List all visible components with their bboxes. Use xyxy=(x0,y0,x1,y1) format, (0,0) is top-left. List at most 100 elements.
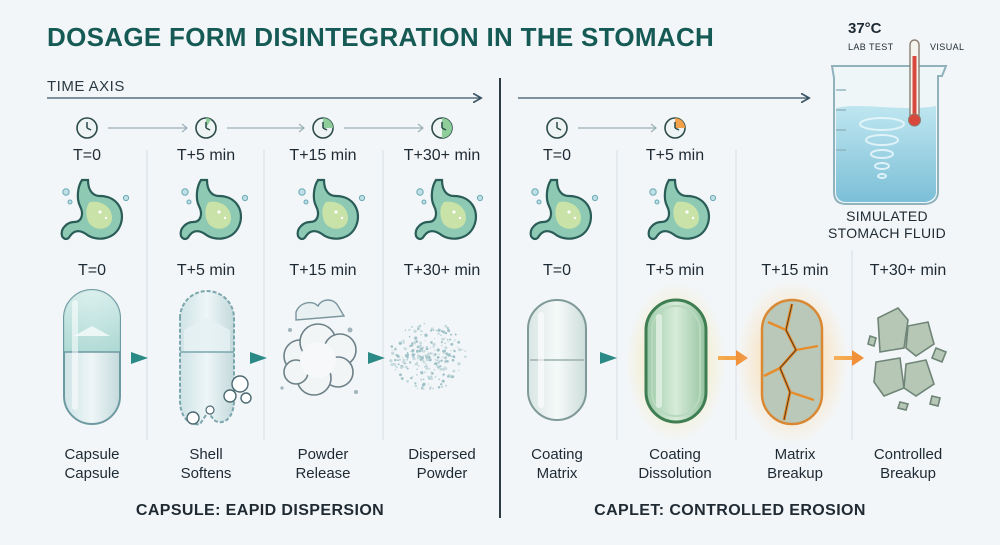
powder-particle xyxy=(410,376,413,380)
powder-particle xyxy=(432,387,435,390)
powder-particle xyxy=(454,339,456,341)
powder-particle xyxy=(411,342,414,345)
powder-particle xyxy=(458,348,462,352)
powder-particle xyxy=(398,358,402,361)
powder-particle xyxy=(411,353,415,357)
intact-capsule-icon xyxy=(63,289,121,425)
powder-particle xyxy=(414,336,418,340)
powder-particle xyxy=(408,329,410,331)
caplet-footer: CAPLET: CONTROLLED EROSION xyxy=(594,502,866,519)
powder-particle xyxy=(390,345,394,348)
powder-particle xyxy=(441,379,445,383)
section-divider xyxy=(499,78,501,518)
powder-particle xyxy=(421,383,425,387)
temperature-label: 37°C xyxy=(848,20,882,37)
powder-particle xyxy=(408,335,411,338)
powder-particle xyxy=(420,371,424,375)
caplet-arrow-1 xyxy=(600,352,617,364)
powder-particle xyxy=(416,388,419,390)
beaker-icon xyxy=(830,39,948,205)
powder-particle xyxy=(427,383,430,385)
powder-particle xyxy=(391,351,395,355)
powder-particle xyxy=(433,349,436,352)
powder-particle xyxy=(421,330,424,333)
powder-particle xyxy=(402,339,405,343)
powder-particle xyxy=(434,375,437,378)
powder-particle xyxy=(429,358,431,360)
powder-particle xyxy=(411,351,414,354)
powder-particle xyxy=(430,341,433,344)
powder-particle xyxy=(461,348,464,351)
powder-particle xyxy=(435,359,438,362)
powder-particle xyxy=(426,354,429,357)
powder-particle xyxy=(414,358,416,360)
powder-particle xyxy=(436,348,440,352)
powder-particle xyxy=(450,349,452,352)
visual-label: VISUAL xyxy=(930,42,965,52)
powder-particle xyxy=(433,369,436,371)
powder-particle xyxy=(394,358,397,362)
capsule-timeline-label: T+15 min xyxy=(289,147,357,164)
powder-particle xyxy=(443,349,446,353)
powder-particle xyxy=(405,362,407,365)
powder-particle xyxy=(439,367,443,371)
powder-particle xyxy=(413,329,417,334)
powder-particle xyxy=(397,359,399,362)
powder-particle xyxy=(394,348,397,350)
powder-particle xyxy=(406,356,409,359)
capsule-footer: CAPSULE: EAPID DISPERSION xyxy=(135,502,385,519)
powder-particle xyxy=(437,328,441,332)
powder-particle xyxy=(402,341,405,344)
powder-particle xyxy=(394,364,397,367)
powder-particle xyxy=(411,375,414,378)
powder-particle xyxy=(429,388,432,390)
powder-particle xyxy=(404,347,407,351)
powder-particle xyxy=(449,338,452,341)
powder-particle xyxy=(401,356,404,359)
capsule-stage-time: T+30+ min xyxy=(403,262,481,279)
powder-particle xyxy=(444,357,447,359)
powder-particle xyxy=(449,352,451,355)
powder-particle xyxy=(437,332,440,335)
caplet-timeline-label: T=0 xyxy=(542,147,571,164)
fragments-icon xyxy=(867,307,948,411)
powder-particle xyxy=(437,361,440,365)
cracked-caplet-icon xyxy=(736,280,848,444)
powder-particle xyxy=(450,333,453,336)
powder-particle xyxy=(441,386,443,388)
powder-particle xyxy=(430,327,434,331)
powder-particle xyxy=(414,362,418,366)
powder-particle xyxy=(440,334,442,336)
powder-particle xyxy=(442,330,446,334)
powder-particle xyxy=(458,369,460,372)
powder-particle xyxy=(432,342,436,347)
powder-particle xyxy=(416,357,420,360)
powder-particle xyxy=(424,362,427,365)
powder-particle xyxy=(444,360,447,363)
powder-particle xyxy=(444,384,448,387)
powder-particle xyxy=(439,360,441,362)
powder-particle xyxy=(425,347,429,351)
column-separators xyxy=(146,150,853,440)
capsule-stage-arrows xyxy=(131,352,385,364)
intact-caplet-icon xyxy=(527,299,587,421)
powder-particle xyxy=(428,367,431,370)
powder-particle xyxy=(412,344,414,346)
powder-particle xyxy=(440,383,443,386)
powder-particle xyxy=(427,375,429,378)
powder-particle xyxy=(414,384,418,388)
capsule-timeline-label: T+30+ min xyxy=(403,147,481,164)
powder-particle xyxy=(429,375,433,379)
powder-particle xyxy=(438,353,440,356)
powder-particle xyxy=(427,352,430,355)
powder-particle xyxy=(422,357,424,359)
lab-test-label: LAB TEST xyxy=(848,42,894,52)
powder-particle xyxy=(416,349,419,353)
powder-particle xyxy=(430,371,432,374)
powder-particle xyxy=(424,364,428,368)
powder-particle xyxy=(417,365,420,367)
